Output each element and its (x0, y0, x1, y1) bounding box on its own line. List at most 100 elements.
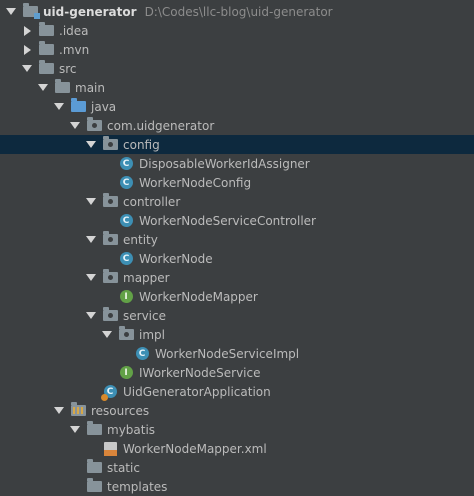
package-icon (102, 193, 118, 210)
tree-row[interactable]: C UidGeneratorApplication (0, 382, 474, 401)
tree-item-label: config (123, 137, 160, 152)
tree-item-label: templates (107, 479, 168, 494)
collapse-arrow-icon[interactable] (4, 2, 18, 21)
tree-row[interactable]: C WorkerNodeConfig (0, 173, 474, 192)
tree-row[interactable]: uid-generator D:\Codes\llc-blog\uid-gener… (0, 2, 474, 21)
collapse-arrow-icon[interactable] (84, 135, 98, 154)
tree-row[interactable]: entity (0, 230, 474, 249)
collapse-arrow-icon[interactable] (20, 59, 34, 78)
class-icon: C (118, 156, 134, 172)
tree-item-label: WorkerNodeConfig (139, 175, 252, 190)
source-folder-icon (70, 98, 86, 115)
folder-icon (86, 459, 102, 476)
collapse-arrow-icon[interactable] (68, 116, 82, 135)
tree-item-label: mapper (123, 270, 170, 285)
arrow-spacer (100, 287, 114, 306)
tree-item-label: controller (123, 194, 181, 209)
folder-icon (54, 79, 70, 96)
tree-item-label: UidGeneratorApplication (123, 384, 271, 399)
class-icon: C (118, 175, 134, 191)
tree-item-label: entity (123, 232, 158, 247)
tree-item-label: WorkerNodeMapper.xml (123, 441, 267, 456)
collapse-arrow-icon[interactable] (68, 420, 82, 439)
tree-item-label: IWorkerNodeService (139, 365, 261, 380)
package-icon (102, 307, 118, 324)
tree-row[interactable]: I WorkerNodeMapper (0, 287, 474, 306)
spring-app-icon: C (100, 384, 118, 401)
collapse-arrow-icon[interactable] (36, 78, 50, 97)
tree-row[interactable]: .idea (0, 21, 474, 40)
tree-item-label: WorkerNode (139, 251, 213, 266)
tree-row[interactable]: com.uidgenerator (0, 116, 474, 135)
xml-file-icon (102, 441, 118, 457)
tree-row[interactable]: resources (0, 401, 474, 420)
tree-item-label: WorkerNodeServiceController (139, 213, 316, 228)
tree-item-label: main (75, 80, 105, 95)
tree-item-label: WorkerNodeMapper (139, 289, 258, 304)
tree-row[interactable]: controller (0, 192, 474, 211)
tree-row[interactable]: impl (0, 325, 474, 344)
class-icon: C (134, 346, 150, 362)
tree-row[interactable]: WorkerNodeMapper.xml (0, 439, 474, 458)
arrow-spacer (84, 439, 98, 458)
collapse-arrow-icon[interactable] (52, 401, 66, 420)
tree-row[interactable]: java (0, 97, 474, 116)
package-icon (86, 117, 102, 134)
folder-icon (86, 478, 102, 495)
tree-row[interactable]: .mvn (0, 40, 474, 59)
tree-row[interactable]: I IWorkerNodeService (0, 363, 474, 382)
tree-item-label: java (91, 99, 117, 114)
arrow-spacer (100, 154, 114, 173)
arrow-spacer (100, 363, 114, 382)
arrow-spacer (100, 211, 114, 230)
arrow-spacer (100, 173, 114, 192)
collapse-arrow-icon[interactable] (100, 325, 114, 344)
collapse-arrow-icon[interactable] (84, 230, 98, 249)
expand-arrow-icon[interactable] (20, 40, 34, 59)
tree-item-label: .idea (59, 23, 89, 38)
tree-row[interactable]: src (0, 59, 474, 78)
tree-item-label: uid-generator (43, 4, 137, 19)
tree-row[interactable]: config (0, 135, 474, 154)
folder-icon (38, 41, 54, 58)
package-icon (102, 269, 118, 286)
class-icon: C (118, 213, 134, 229)
arrow-spacer (100, 249, 114, 268)
package-icon (102, 136, 118, 153)
folder-icon (38, 60, 54, 77)
tree-row[interactable]: C DisposableWorkerIdAssigner (0, 154, 474, 173)
tree-row[interactable]: templates (0, 477, 474, 496)
tree-item-label: static (107, 460, 140, 475)
tree-row[interactable]: mapper (0, 268, 474, 287)
tree-item-label: resources (91, 403, 150, 418)
interface-icon: I (118, 365, 134, 381)
collapse-arrow-icon[interactable] (84, 306, 98, 325)
collapse-arrow-icon[interactable] (52, 97, 66, 116)
arrow-spacer (68, 477, 82, 496)
tree-row[interactable]: C WorkerNode (0, 249, 474, 268)
resources-folder-icon (70, 402, 86, 419)
interface-icon: I (118, 289, 134, 305)
tree-row[interactable]: service (0, 306, 474, 325)
tree-item-label: mybatis (107, 422, 156, 437)
folder-icon (38, 22, 54, 39)
collapse-arrow-icon[interactable] (84, 268, 98, 287)
tree-item-label: DisposableWorkerIdAssigner (139, 156, 310, 171)
tree-row[interactable]: mybatis (0, 420, 474, 439)
tree-row[interactable]: static (0, 458, 474, 477)
collapse-arrow-icon[interactable] (84, 192, 98, 211)
tree-item-label: impl (139, 327, 165, 342)
package-icon (118, 326, 134, 343)
expand-arrow-icon[interactable] (20, 21, 34, 40)
package-icon (102, 231, 118, 248)
tree-item-label: src (59, 61, 77, 76)
arrow-spacer (116, 344, 130, 363)
tree-row[interactable]: main (0, 78, 474, 97)
tree-row[interactable]: C WorkerNodeServiceController (0, 211, 474, 230)
module-path: D:\Codes\llc-blog\uid-generator (144, 4, 333, 19)
module-folder-icon (22, 3, 40, 20)
class-icon: C (118, 251, 134, 267)
tree-item-label: service (123, 308, 166, 323)
